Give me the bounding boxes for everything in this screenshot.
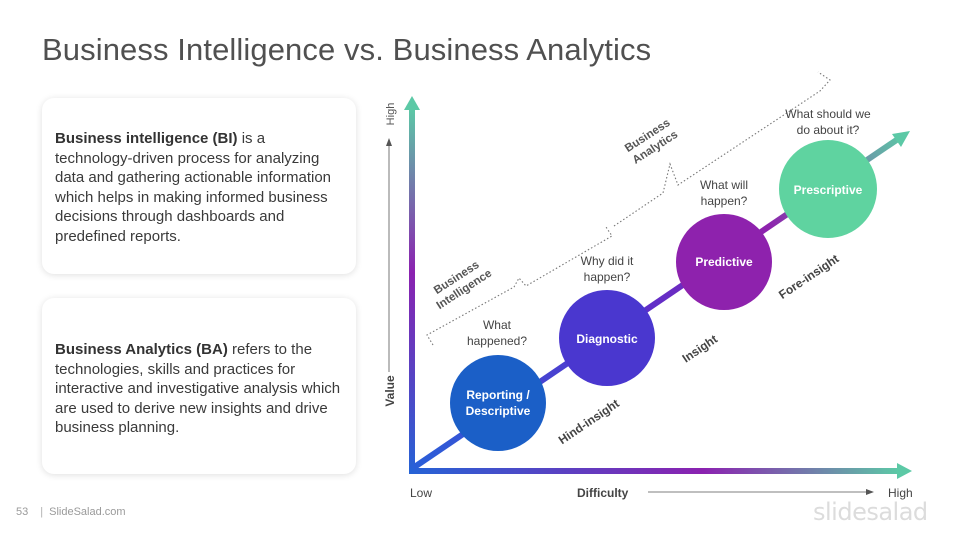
question-what-should-line2: do about it?	[797, 123, 860, 137]
stage-reporting-label-line1: Reporting /	[466, 388, 530, 402]
page-title: Business Intelligence vs. Business Analy…	[42, 32, 652, 67]
question-what-will-line2: happen?	[701, 194, 748, 208]
stage-prescriptive-label: Prescriptive	[794, 183, 863, 197]
y-axis-line	[409, 108, 415, 474]
ba-definition-text: Business Analytics (BA) refers to the te…	[55, 340, 346, 438]
y-axis-arrowhead	[404, 96, 420, 110]
x-axis-title: Difficulty	[577, 486, 629, 500]
y-axis-guide-arrow	[386, 138, 392, 146]
insight-label-fore: Fore-insight	[776, 251, 841, 301]
bi-bracket	[426, 226, 613, 346]
bi-bracket-label: Business Intelligence	[432, 259, 494, 312]
stage-diagnostic-label: Diagnostic	[576, 332, 638, 346]
insight-label-insight: Insight	[680, 332, 720, 366]
bi-definition-text: Business intelligence (BI) is a technolo…	[55, 129, 346, 246]
bi-description: is a technology-driven process for analy…	[55, 130, 332, 245]
progression-arrowhead	[892, 131, 910, 147]
question-what-happened-line2: happened?	[467, 334, 527, 348]
stage-reporting-label-line2: Descriptive	[466, 404, 531, 418]
stage-reporting-circle	[450, 355, 546, 451]
x-axis-high-label: High	[888, 486, 913, 500]
stage-predictive-label: Predictive	[695, 255, 753, 269]
question-what-should-line1: What should we	[785, 107, 871, 121]
page-number: 53	[16, 506, 29, 518]
stage-diagnostic-circle	[559, 290, 655, 386]
bi-definition-card: Business intelligence (BI) is a technolo…	[42, 98, 356, 274]
stage-prescriptive-circle	[779, 140, 877, 238]
footer-separator: |	[40, 506, 44, 518]
ba-bracket	[613, 71, 831, 227]
question-why-line2: happen?	[584, 270, 631, 284]
stage-predictive-circle	[676, 214, 772, 310]
x-axis-arrowhead	[897, 463, 912, 479]
y-axis-high-label: High	[385, 103, 397, 126]
insight-label-hind: Hind-insight	[556, 396, 622, 447]
question-what-will-line1: What will	[700, 178, 748, 192]
ba-term: Business Analytics (BA)	[55, 341, 228, 358]
slide-footer: 53 | SlideSalad.com	[16, 506, 126, 518]
brand-logo: slidesalad	[813, 498, 928, 526]
footer-source: SlideSalad.com	[49, 506, 126, 518]
x-axis-low-label: Low	[410, 486, 432, 500]
ba-description: refers to the technologies, skills and p…	[55, 341, 341, 436]
question-why-line1: Why did it	[581, 254, 634, 268]
y-axis-title: Value	[383, 375, 397, 407]
x-axis-line	[409, 468, 899, 474]
ba-definition-card: Business Analytics (BA) refers to the te…	[42, 298, 356, 474]
question-what-happened-line1: What	[483, 318, 512, 332]
x-axis-guide-arrow	[866, 489, 874, 495]
bi-term: Business intelligence (BI)	[55, 130, 238, 147]
ba-bracket-label: Business Analytics	[623, 117, 680, 167]
